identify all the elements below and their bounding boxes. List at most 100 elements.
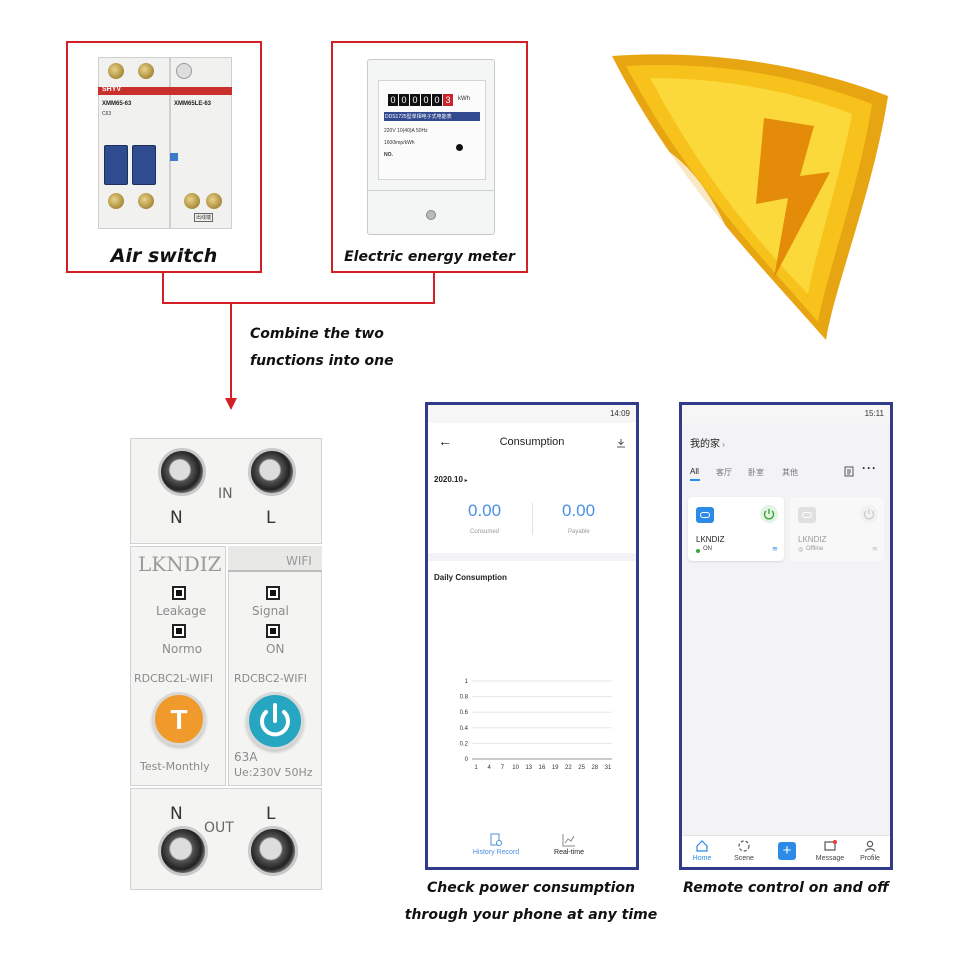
phone-home: 15:11 我的家 › All 客厅 卧室 其他 ··· LKNDIZ ON ≋… bbox=[679, 402, 893, 870]
air-switch-caption: Air switch bbox=[110, 245, 218, 267]
x-tick-label: 10 bbox=[512, 765, 519, 771]
consumption-summary: 2020.10 ▸ 0.00 Consumed 0.00 Payable bbox=[428, 463, 636, 553]
connector-horizontal bbox=[162, 302, 435, 304]
y-tick-label: 0 bbox=[465, 757, 469, 763]
status-time: 14:09 bbox=[609, 409, 630, 418]
tab-home-label: Home bbox=[692, 855, 712, 862]
consumption-title: Consumption bbox=[499, 436, 565, 448]
device-power-toggle[interactable] bbox=[760, 505, 778, 523]
consumed-value: 0.00 bbox=[468, 501, 502, 520]
more-options-icon[interactable]: ··· bbox=[862, 461, 877, 475]
power-button[interactable] bbox=[246, 692, 304, 750]
test-button-letter: T bbox=[170, 704, 188, 735]
tab-home[interactable]: Home bbox=[686, 839, 718, 862]
download-icon[interactable] bbox=[616, 438, 626, 448]
label-signal: Signal bbox=[252, 604, 289, 618]
breaker-brand: LKNDIZ bbox=[138, 552, 222, 576]
breaker-device: N IN L LKNDIZ WIFI Leakage Normo Signal … bbox=[130, 438, 322, 890]
terminal-l-top bbox=[248, 448, 296, 496]
message-icon bbox=[824, 840, 837, 851]
consumption-tabbar: History Record Real-time bbox=[428, 831, 636, 867]
period-selector[interactable]: 2020.10 ▸ bbox=[434, 475, 468, 484]
air-switch-brand: SHYV bbox=[102, 86, 122, 93]
terminal-n-bottom bbox=[158, 826, 208, 876]
breaker-wifi: WIFI bbox=[286, 554, 312, 568]
tab-message[interactable]: Message bbox=[814, 839, 846, 862]
meter-constant: 1600imp/kWh bbox=[384, 140, 415, 146]
profile-icon bbox=[864, 840, 876, 852]
wifi-icon: ≋ bbox=[772, 546, 778, 553]
connector-left-drop bbox=[162, 273, 164, 304]
meter-reading: 0 0 0 0 0 3 bbox=[388, 94, 453, 106]
check-caption-2: through your phone at any time bbox=[404, 907, 658, 923]
label-l-top: L bbox=[266, 508, 276, 528]
status-dot-online bbox=[696, 549, 700, 553]
tab-scene[interactable]: Scene bbox=[728, 839, 760, 862]
offline-icon: ◎ bbox=[798, 547, 804, 553]
room-tab-living-room[interactable]: 客厅 bbox=[716, 468, 732, 477]
tab-profile[interactable]: Profile bbox=[854, 839, 886, 862]
x-tick-label: 31 bbox=[605, 765, 612, 771]
payable-label: Payable bbox=[568, 529, 590, 535]
room-list-icon[interactable] bbox=[844, 466, 854, 477]
y-tick-label: 0.2 bbox=[460, 741, 469, 747]
label-out: OUT bbox=[204, 820, 234, 836]
terminal-n-top bbox=[158, 448, 206, 496]
room-tab-all[interactable]: All bbox=[690, 467, 699, 476]
history-record-label: History Record bbox=[472, 849, 520, 856]
summary-divider bbox=[532, 503, 533, 535]
add-device-button[interactable]: + bbox=[778, 842, 796, 860]
room-tab-all-underline bbox=[690, 479, 700, 481]
consumption-header: ← Consumption bbox=[428, 423, 636, 463]
breaker-device-icon bbox=[798, 507, 816, 523]
label-voltage: Ue:230V 50Hz bbox=[234, 766, 313, 779]
daily-title: Daily Consumption bbox=[434, 573, 507, 582]
tab-history-record[interactable]: History Record bbox=[466, 833, 526, 856]
tab-real-time[interactable]: Real-time bbox=[542, 833, 596, 856]
room-tab-bedroom[interactable]: 卧室 bbox=[748, 468, 764, 477]
test-button[interactable]: T bbox=[152, 692, 206, 746]
combine-caption-1: Combine the two bbox=[250, 326, 384, 342]
device-card-lkndiz-on[interactable]: LKNDIZ ON ≋ bbox=[688, 497, 784, 561]
x-tick-label: 16 bbox=[539, 765, 546, 771]
device-power-toggle[interactable] bbox=[860, 505, 878, 523]
label-in: IN bbox=[218, 486, 233, 502]
payable-value: 0.00 bbox=[562, 501, 596, 520]
x-tick-label: 1 bbox=[474, 765, 478, 771]
y-tick-label: 0.6 bbox=[460, 710, 469, 716]
x-tick-label: 4 bbox=[488, 765, 492, 771]
label-test-monthly: Test-Monthly bbox=[140, 760, 210, 773]
real-time-label: Real-time bbox=[554, 849, 584, 856]
label-normo: Normo bbox=[162, 642, 203, 656]
back-arrow-icon[interactable]: ← bbox=[438, 433, 452, 449]
x-tick-label: 7 bbox=[501, 765, 505, 771]
power-icon bbox=[260, 703, 290, 737]
device-status: ON bbox=[703, 546, 712, 552]
breaker-left-module bbox=[130, 546, 226, 786]
caret-right-icon: ▸ bbox=[462, 478, 468, 484]
real-time-chart-icon bbox=[562, 834, 575, 847]
breaker-device-icon bbox=[696, 507, 714, 523]
home-header: 我的家 › All 客厅 卧室 其他 ··· bbox=[682, 423, 890, 483]
x-tick-label: 28 bbox=[591, 765, 598, 771]
room-tab-other[interactable]: 其他 bbox=[782, 468, 798, 477]
home-title[interactable]: 我的家 › bbox=[690, 435, 725, 450]
power-icon bbox=[863, 509, 875, 520]
label-on: ON bbox=[266, 642, 285, 656]
status-bar: 14:09 bbox=[428, 405, 636, 423]
remote-caption: Remote control on and off bbox=[683, 880, 889, 896]
status-time: 15:11 bbox=[864, 409, 884, 418]
energy-meter-image: 0 0 0 0 0 3 kWh DDS1725型单相电子式电能表 220V 10… bbox=[367, 59, 495, 235]
history-record-icon bbox=[490, 833, 502, 846]
home-tabbar: Home Scene + Message Profile bbox=[682, 835, 890, 867]
y-tick-label: 0.8 bbox=[460, 695, 469, 701]
status-bar: 15:11 bbox=[682, 405, 890, 423]
model-left: RDCBC2L-WIFI bbox=[134, 672, 213, 685]
energy-meter-caption: Electric energy meter bbox=[344, 249, 515, 265]
terminal-l-bottom bbox=[248, 826, 298, 876]
normo-led bbox=[172, 624, 186, 638]
x-tick-label: 25 bbox=[578, 765, 585, 771]
device-card-lkndiz-offline[interactable]: LKNDIZ ◎ Offline ≋ bbox=[790, 497, 884, 561]
chevron-right-icon: › bbox=[720, 440, 725, 449]
